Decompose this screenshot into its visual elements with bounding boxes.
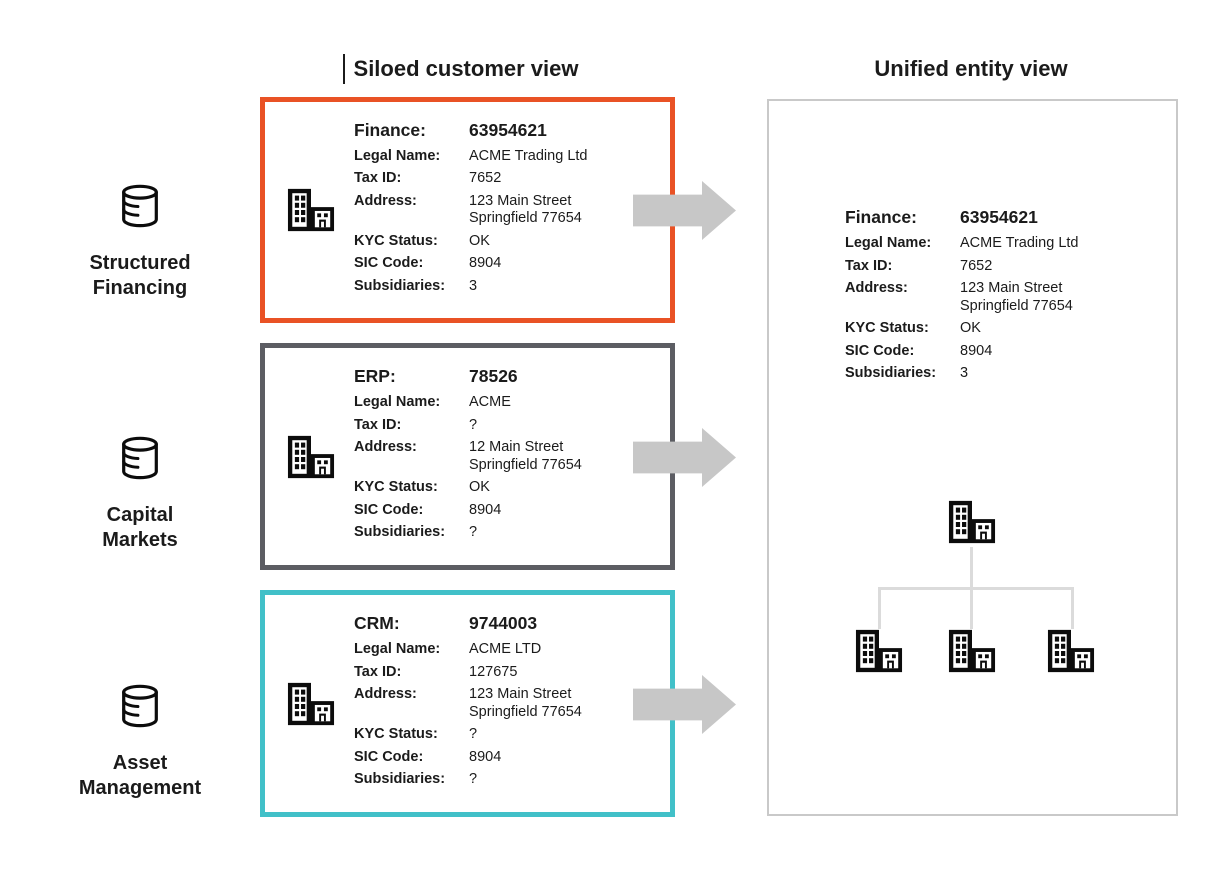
hierarchy-connector [970, 587, 973, 629]
field-row: KYC Status:OK [354, 479, 490, 496]
field-row: KYC Status:OK [845, 320, 981, 336]
database-icon [120, 684, 160, 728]
parent-building-icon [948, 499, 996, 545]
card-crm: CRM:9744003 Legal Name:ACME LTD Tax ID:1… [260, 590, 675, 817]
field-row: Tax ID:127675 [354, 663, 518, 680]
field-row: Legal Name:ACME Trading Ltd [354, 147, 588, 164]
database-icon [120, 184, 160, 228]
field-row: Subsidiaries:3 [354, 277, 478, 294]
field-row: Legal Name:ACME [354, 394, 511, 411]
field-row: KYC Status:? [354, 726, 478, 743]
record-fields: Finance:63954621 Legal Name:ACME Trading… [354, 120, 587, 301]
text-caret [343, 54, 345, 84]
unified-view-title: Unified entity view [874, 56, 1068, 81]
record-header: Finance:63954621 [845, 207, 1038, 227]
field-row: KYC Status:OK [354, 232, 490, 249]
child-building-icon [855, 628, 903, 674]
field-row: Subsidiaries:? [354, 771, 478, 788]
hierarchy-connector [878, 587, 1074, 590]
building-icon [287, 681, 335, 727]
card-erp: ERP:78526 Legal Name:ACME Tax ID:? Addre… [260, 343, 675, 570]
hierarchy-connector [970, 547, 973, 589]
record-fields: CRM:9744003 Legal Name:ACME LTD Tax ID:1… [354, 613, 582, 794]
siloed-view-title: Siloed customer view [353, 56, 579, 81]
hierarchy-connector [878, 587, 881, 629]
hierarchy-connector [1071, 587, 1074, 629]
record-header: ERP:78526 [354, 366, 518, 387]
child-building-icon [948, 628, 996, 674]
field-row: SIC Code:8904 [354, 501, 502, 518]
field-row: Legal Name:ACME LTD [354, 641, 542, 658]
field-row: Legal Name:ACME Trading Ltd [845, 235, 1079, 251]
field-row: Tax ID:7652 [845, 257, 993, 274]
record-header: CRM:9744003 [354, 613, 538, 634]
card-finance: Finance:63954621 Legal Name:ACME Trading… [260, 97, 675, 323]
field-row: Subsidiaries:? [354, 524, 478, 541]
field-row: SIC Code:8904 [354, 748, 502, 765]
field-row: SIC Code:8904 [354, 255, 502, 272]
field-row: Subsidiaries:3 [845, 365, 969, 381]
field-row: Tax ID:7652 [354, 170, 502, 187]
building-icon [287, 434, 335, 480]
unified-record: Finance:63954621 Legal Name:ACME Trading… [845, 207, 1078, 388]
building-icon [287, 187, 335, 233]
field-row: Tax ID:? [354, 416, 478, 433]
unified-entity-panel: Finance:63954621 Legal Name:ACME Trading… [767, 99, 1178, 816]
database-icon [120, 436, 160, 480]
record-header: Finance:63954621 [354, 119, 547, 140]
child-building-icon [1047, 628, 1095, 674]
record-fields: ERP:78526 Legal Name:ACME Tax ID:? Addre… [354, 366, 582, 547]
field-row: SIC Code:8904 [845, 342, 993, 359]
